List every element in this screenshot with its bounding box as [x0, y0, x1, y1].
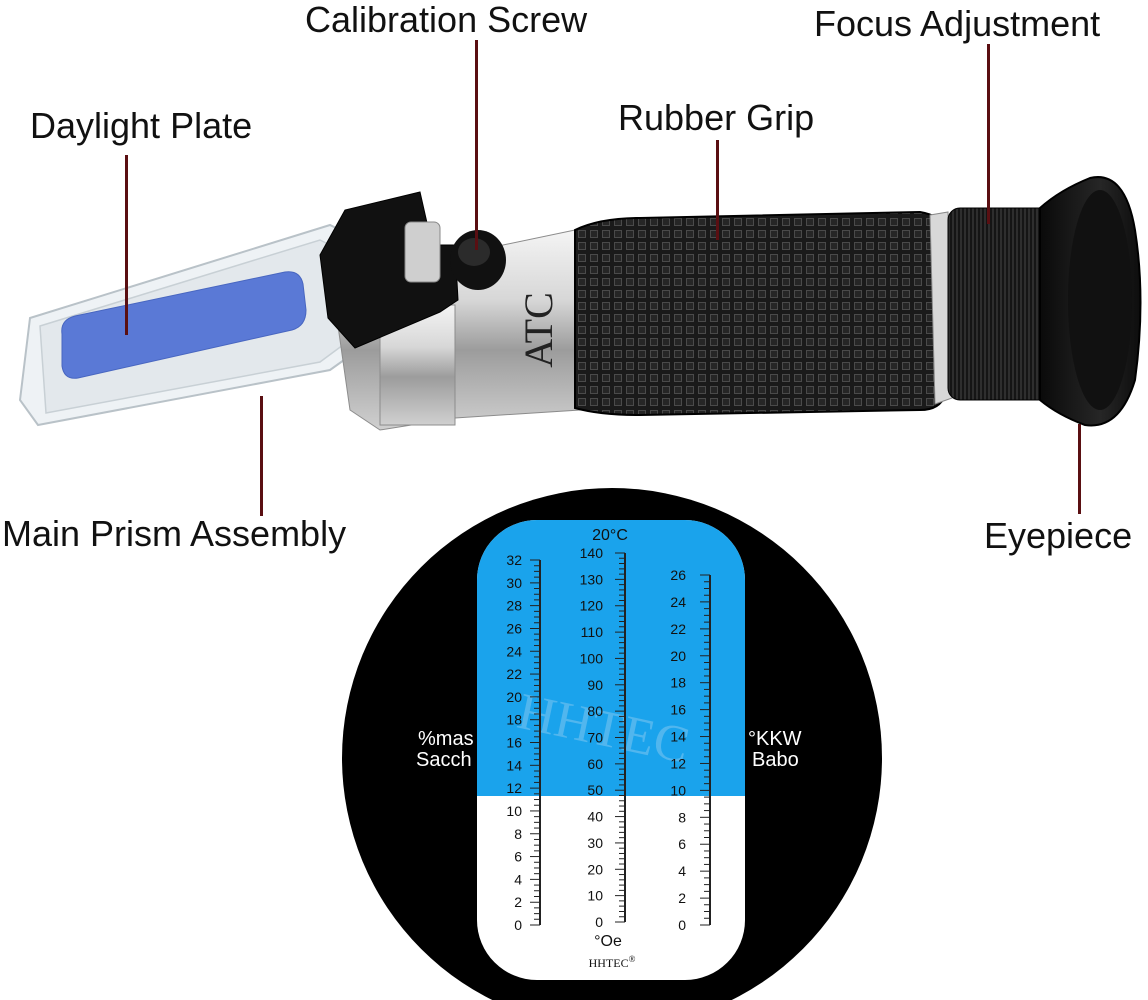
left-scale-label: 4: [514, 871, 522, 887]
brand-label: HHTEC®: [589, 954, 636, 970]
left-scale-label: 18: [506, 712, 522, 728]
leader-rubber-grip: [716, 140, 719, 240]
center-scale-label: 80: [587, 703, 603, 719]
left-scale-label: 28: [506, 598, 522, 614]
left-scale-label: 2: [514, 894, 522, 910]
scale-view: HHTEC 0246810121416182022242628303201020…: [342, 488, 882, 1000]
left-scale-label: 14: [506, 757, 522, 773]
right-scale-label: 18: [670, 675, 686, 691]
center-scale-label: 60: [587, 756, 603, 772]
right-scale-label: 22: [670, 621, 686, 637]
label-calibration-screw: Calibration Screw: [305, 0, 588, 40]
label-main-prism-assembly: Main Prism Assembly: [2, 513, 347, 554]
right-scale-label: 8: [678, 809, 686, 825]
left-unit-line2: Sacch: [416, 749, 472, 771]
right-scale-label: 26: [670, 567, 686, 583]
calibration-screw: [450, 230, 506, 290]
center-unit-label: °Oe: [594, 933, 622, 950]
brand-name: HHTEC: [589, 956, 629, 970]
left-scale-label: 20: [506, 689, 522, 705]
brand-mark: ®: [629, 954, 636, 964]
daylight-plate: [61, 271, 307, 379]
atc-mark: ATC: [516, 292, 561, 368]
right-scale-label: 2: [678, 890, 686, 906]
left-scale-label: 10: [506, 803, 522, 819]
center-scale-label: 50: [587, 782, 603, 798]
left-scale-label: 26: [506, 620, 522, 636]
center-scale-label: 110: [581, 624, 604, 640]
left-scale-label: 6: [514, 849, 522, 865]
leader-main-prism-assembly: [260, 396, 263, 516]
rubber-grip: [574, 210, 946, 417]
center-scale-label: 120: [580, 598, 604, 614]
left-scale-label: 12: [506, 780, 522, 796]
center-scale-label: 130: [580, 571, 604, 587]
leader-focus-adjustment: [987, 44, 990, 224]
left-scale-label: 8: [514, 826, 522, 842]
scale-field-blue: [477, 520, 745, 796]
label-focus-adjustment: Focus Adjustment: [814, 3, 1101, 44]
scale-ticks: 0246810121416182022242628303201020304050…: [506, 545, 711, 933]
center-scale-label: 40: [587, 809, 603, 825]
right-scale-label: 10: [670, 782, 686, 798]
temperature-label: 20°C: [592, 527, 628, 544]
right-unit-line2: Babo: [752, 749, 799, 771]
leader-calibration-screw: [475, 40, 478, 250]
leader-daylight-plate: [125, 155, 128, 335]
center-scale-label: 140: [580, 545, 604, 561]
center-scale-label: 90: [587, 677, 603, 693]
right-scale-label: 16: [670, 702, 686, 718]
leader-eyepiece: [1078, 424, 1081, 514]
label-rubber-grip: Rubber Grip: [618, 97, 815, 138]
center-scale-label: 30: [587, 835, 603, 851]
label-eyepiece: Eyepiece: [984, 515, 1133, 556]
right-scale-label: 0: [678, 917, 686, 933]
right-scale-label: 20: [670, 648, 686, 664]
center-scale-label: 20: [587, 861, 603, 877]
left-scale-label: 32: [506, 552, 522, 568]
left-scale-label: 24: [506, 643, 522, 659]
right-scale-label: 4: [678, 863, 686, 879]
left-scale-label: 16: [506, 735, 522, 751]
right-unit-line1: °KKW: [748, 728, 802, 750]
left-scale-label: 22: [506, 666, 522, 682]
center-scale-label: 0: [595, 914, 603, 930]
left-scale-label: 30: [506, 575, 522, 591]
right-scale-label: 24: [670, 594, 686, 610]
center-scale-label: 100: [580, 650, 604, 666]
refractometer-device: ATC: [18, 176, 1142, 431]
center-scale-label: 10: [587, 888, 603, 904]
left-unit-line1: %mas: [418, 728, 474, 750]
center-scale-label: 70: [587, 730, 603, 746]
right-scale-label: 14: [670, 729, 686, 745]
right-scale-label: 6: [678, 836, 686, 852]
right-scale-label: 12: [670, 755, 686, 771]
left-scale-label: 0: [514, 917, 522, 933]
label-daylight-plate: Daylight Plate: [30, 105, 253, 146]
